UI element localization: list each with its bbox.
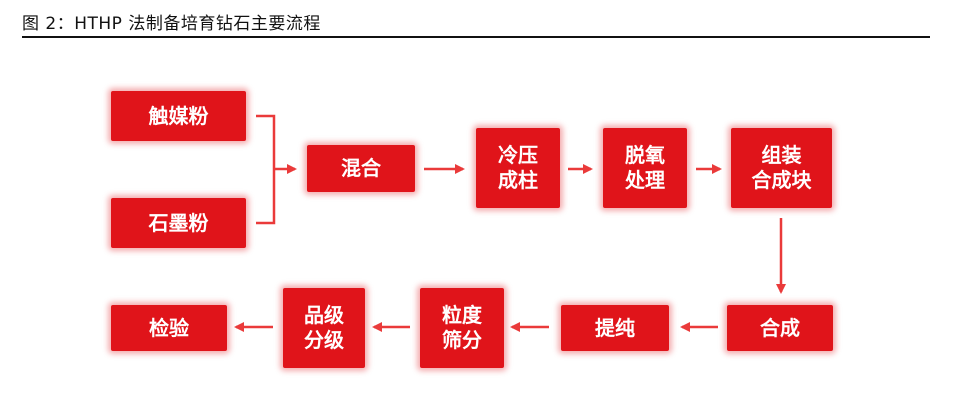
node-label: 合成 xyxy=(760,315,800,340)
node-graphite-powder: 石墨粉 xyxy=(111,198,246,248)
node-label: 触媒粉 xyxy=(148,103,209,128)
node-purify: 提纯 xyxy=(561,305,669,351)
figure-title: 图 2：HTHP 法制备培育钻石主要流程 xyxy=(22,14,321,34)
node-label: 检验 xyxy=(149,315,189,340)
node-synthesis: 合成 xyxy=(727,305,833,351)
node-label-line1: 粒度 xyxy=(442,303,482,327)
node-label: 石墨粉 xyxy=(148,210,209,235)
node-grading: 品级 分级 xyxy=(283,288,365,368)
node-label-line2: 筛分 xyxy=(442,328,482,352)
node-assemble: 组装 合成块 xyxy=(731,128,832,208)
node-label: 提纯 xyxy=(595,315,635,340)
node-label-line1: 脱氧 xyxy=(625,143,665,167)
node-label-line1: 冷压 xyxy=(498,143,538,167)
node-sieving: 粒度 筛分 xyxy=(420,288,504,368)
node-mix: 混合 xyxy=(307,145,415,192)
title-rule xyxy=(22,36,930,38)
node-label-line2: 成柱 xyxy=(498,168,538,192)
node-catalyst-powder: 触媒粉 xyxy=(111,91,246,141)
node-deoxidation: 脱氧 处理 xyxy=(603,128,687,208)
bracket-connector xyxy=(256,114,276,225)
node-label-line1: 品级 xyxy=(304,303,344,327)
node-cold-press: 冷压 成柱 xyxy=(476,128,560,208)
node-label-line2: 合成块 xyxy=(751,168,812,192)
node-label-line1: 组装 xyxy=(761,143,802,167)
node-label-line2: 分级 xyxy=(304,328,344,352)
node-label-line2: 处理 xyxy=(625,168,665,192)
node-inspection: 检验 xyxy=(111,305,227,351)
node-label: 混合 xyxy=(341,156,381,180)
